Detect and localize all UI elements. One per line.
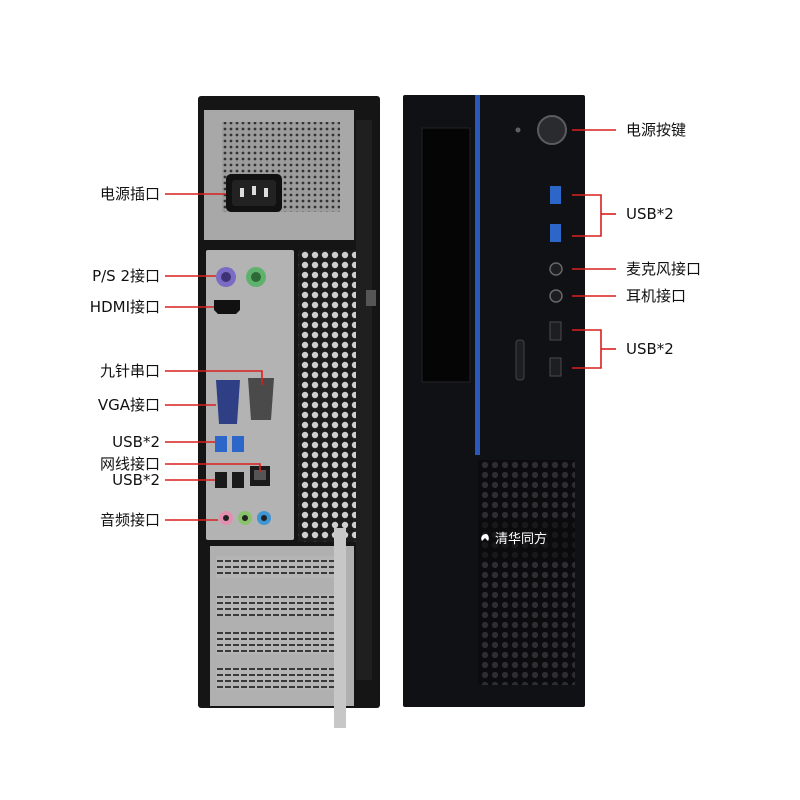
label-ps2: P/S 2接口 bbox=[92, 267, 160, 285]
callout-lines bbox=[165, 129, 616, 521]
front-vent-grille bbox=[478, 460, 575, 685]
label-ethernet: 网线接口 bbox=[99, 455, 160, 473]
label-usb-rear-1: USB*2 bbox=[112, 433, 160, 451]
vga-port bbox=[216, 380, 240, 424]
label-usb-front-1: USB*2 bbox=[626, 205, 674, 223]
label-power-button: 电源按键 bbox=[626, 121, 687, 139]
label-mic: 麦克风接口 bbox=[626, 260, 702, 278]
label-headphone: 耳机接口 bbox=[626, 287, 687, 305]
mic-port bbox=[549, 262, 563, 276]
usb-port-rear-2 bbox=[232, 436, 244, 452]
usb-port-front-4 bbox=[549, 357, 562, 377]
label-vga: VGA接口 bbox=[97, 396, 160, 414]
label-hdmi: HDMI接口 bbox=[89, 298, 160, 316]
front-chassis bbox=[403, 95, 585, 707]
usb-port-front-2 bbox=[550, 224, 561, 242]
usb-port-front-1 bbox=[550, 186, 561, 204]
label-serial: 九针串口 bbox=[99, 362, 160, 380]
front-accent-strip bbox=[475, 95, 480, 455]
usb-port-rear-1 bbox=[215, 436, 227, 452]
hdmi-port bbox=[214, 300, 240, 314]
label-audio: 音频接口 bbox=[99, 511, 160, 529]
label-power-socket: 电源插口 bbox=[99, 185, 160, 203]
brand-logo-mark bbox=[481, 534, 489, 541]
label-usb-rear-2: USB*2 bbox=[112, 471, 160, 489]
usb-port-rear-3 bbox=[215, 472, 227, 488]
rear-chassis bbox=[198, 96, 380, 728]
brand-logo-text: 清华同方 bbox=[495, 531, 547, 547]
headphone-port bbox=[549, 289, 563, 303]
serial-port bbox=[248, 378, 274, 420]
power-button-graphic bbox=[537, 115, 567, 145]
usb-port-rear-4 bbox=[232, 472, 244, 488]
label-usb-front-2: USB*2 bbox=[626, 340, 674, 358]
usb-port-front-3 bbox=[549, 321, 562, 341]
